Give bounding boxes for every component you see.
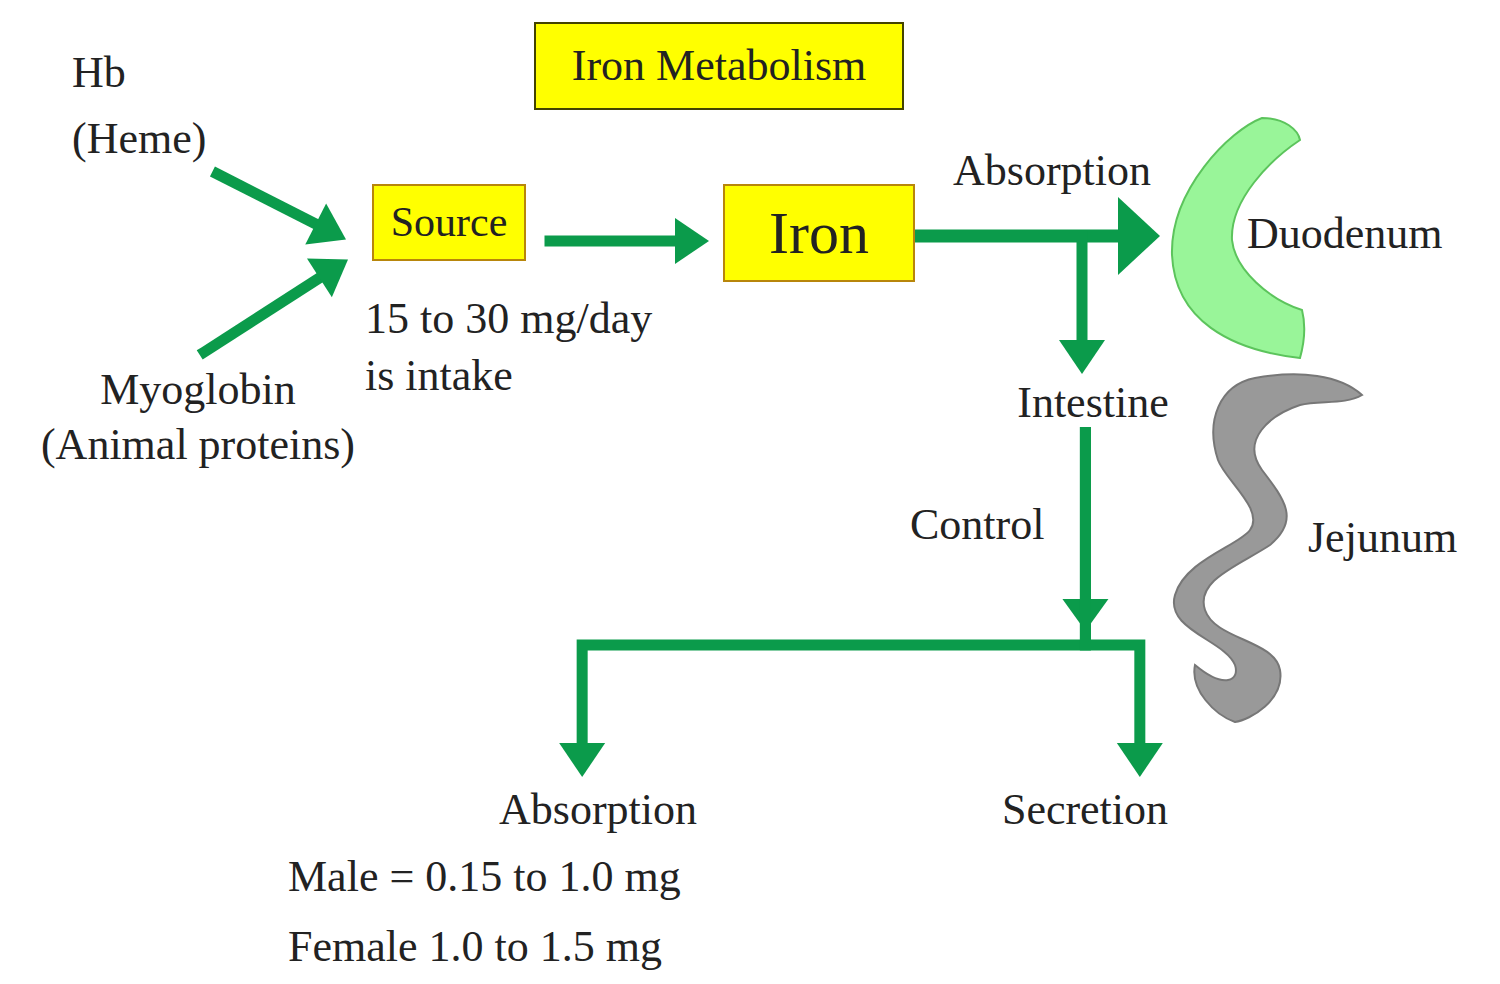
- arrow-head: [1059, 340, 1105, 374]
- step-label: Intestine: [1017, 378, 1169, 429]
- edge-label: Absorption: [953, 146, 1151, 197]
- connector-arrow: [204, 259, 348, 352]
- node-text: Secretion: [1002, 785, 1168, 836]
- connector-arrow: [217, 174, 346, 245]
- node-text: Myoglobin (Animal proteins): [39, 362, 356, 472]
- label-text: Female 1.0 to 1.5 mg: [288, 922, 662, 973]
- intake-note: 15 to 30 mg/day is intake: [365, 290, 655, 404]
- outcome-label: Absorption: [499, 785, 697, 836]
- value-note: Male = 0.15 to 1.0 mg: [288, 852, 681, 903]
- value-note: Female 1.0 to 1.5 mg: [288, 922, 662, 973]
- connector-line: [550, 235, 677, 246]
- source-label: Hb (Heme): [72, 40, 209, 172]
- process-box: Iron: [723, 184, 915, 282]
- label-text: Jejunum: [1308, 513, 1457, 564]
- process-box: Source: [372, 184, 526, 261]
- node-text: Iron: [769, 199, 869, 268]
- edge-label: Control: [910, 500, 1044, 551]
- connector-line: [915, 236, 1082, 342]
- title-text: Iron Metabolism: [572, 41, 867, 92]
- connector-arrow: [1085, 433, 1162, 777]
- arrow-head: [307, 259, 348, 298]
- node-text: Hb (Heme): [72, 40, 209, 172]
- edge-label-text: Absorption: [953, 146, 1151, 197]
- edge-label-text: Control: [910, 500, 1044, 551]
- arrow-head: [1118, 197, 1160, 275]
- part-name: Jejunum: [1308, 513, 1457, 564]
- connector-line: [582, 433, 1085, 745]
- title-box: Iron Metabolism: [534, 22, 904, 110]
- connector-line: [217, 174, 317, 225]
- arrow-head: [305, 204, 346, 245]
- connector-line: [1085, 433, 1139, 745]
- label-text: Male = 0.15 to 1.0 mg: [288, 852, 681, 903]
- node-text: Intestine: [1017, 378, 1169, 429]
- node-text: Source: [391, 198, 508, 246]
- outcome-label: Secretion: [1002, 785, 1168, 836]
- arrow-head: [559, 743, 605, 777]
- arrow-head: [1117, 743, 1163, 777]
- node-text: Duodenum: [1247, 209, 1443, 260]
- organ-node: Duodenum: [1165, 115, 1480, 360]
- source-label: Myoglobin (Animal proteins): [39, 362, 356, 472]
- connector-arrow: [915, 236, 1105, 374]
- connector-line: [204, 277, 321, 352]
- node-text: Absorption: [499, 785, 697, 836]
- label-text: 15 to 30 mg/day is intake: [365, 290, 655, 404]
- arrow-head: [675, 218, 709, 264]
- connector-arrow: [559, 433, 1108, 777]
- connector-arrow: [550, 218, 709, 264]
